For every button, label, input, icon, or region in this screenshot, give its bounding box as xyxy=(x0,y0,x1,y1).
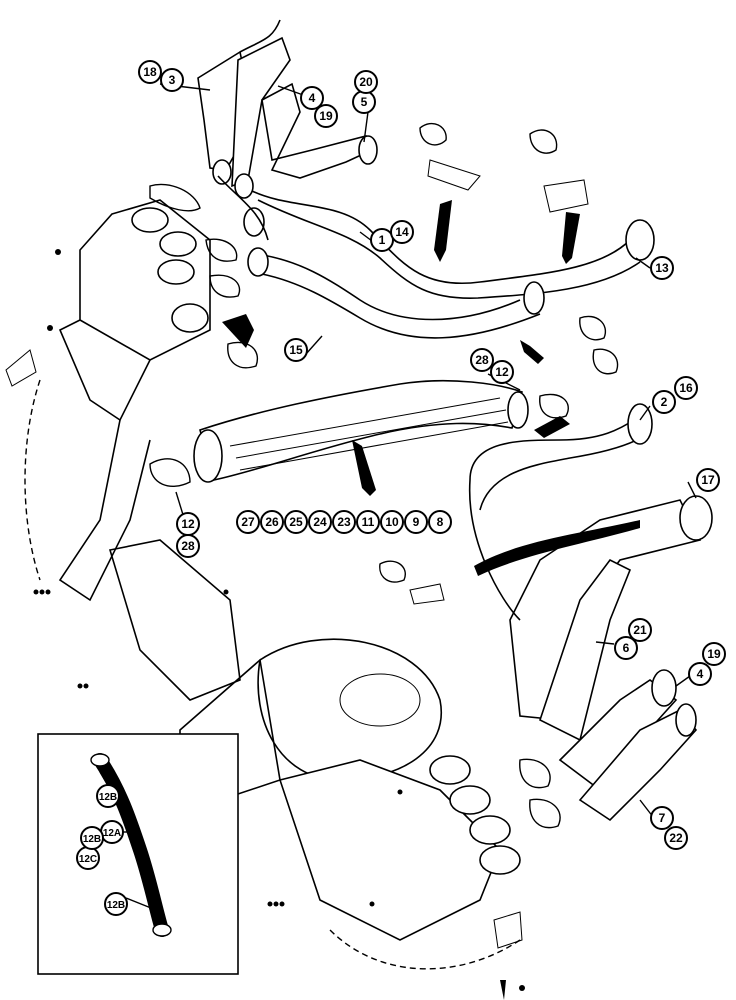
callout-label: 13 xyxy=(655,261,669,275)
kit-label: 24 xyxy=(313,515,327,529)
pointer-arrows xyxy=(222,200,640,1000)
corrugated-hose xyxy=(149,379,569,487)
lower-manifold xyxy=(108,539,561,970)
fasteners xyxy=(5,249,525,991)
callout-label: 12 xyxy=(181,517,195,531)
kit-label: 11 xyxy=(362,515,375,529)
callout-label: 14 xyxy=(395,225,409,239)
kit-label: 26 xyxy=(265,515,279,529)
kit-label: 27 xyxy=(241,515,255,529)
kit-label: 8 xyxy=(437,515,444,529)
inset-label: 12C xyxy=(79,854,97,865)
callout-label: 1 xyxy=(379,233,386,247)
callout-label: 2 xyxy=(661,395,668,409)
callout-label: 17 xyxy=(701,473,715,487)
callout-label: 12 xyxy=(495,365,509,379)
inset-label: 12A xyxy=(103,828,121,839)
callout-28-12-upper: 28 12 xyxy=(470,348,514,384)
callout-label: 19 xyxy=(707,647,721,661)
callout-7-22: 7 22 xyxy=(650,806,688,850)
callout-label: 22 xyxy=(669,831,683,845)
inset-callouts: 12B 12A 12C 12B 12B xyxy=(76,784,128,916)
callout-17: 17 xyxy=(696,468,720,492)
callout-label: 19 xyxy=(319,109,333,123)
callout-label: 28 xyxy=(475,353,489,367)
callout-4-19-lower: 4 19 xyxy=(688,642,726,686)
kit-callout-stack: 27 26 25 24 23 11 10 9 8 xyxy=(236,510,452,534)
upper-hose-bundle xyxy=(197,19,655,339)
callout-label: 4 xyxy=(697,667,704,681)
callout-label: 18 xyxy=(143,65,157,79)
callout-label: 21 xyxy=(633,623,647,637)
kit-label: 9 xyxy=(413,515,420,529)
callout-12-28-lower: 12 28 xyxy=(176,512,200,558)
callout-1-14: 1 14 xyxy=(370,220,414,252)
kit-label: 25 xyxy=(289,515,303,529)
inset-panel xyxy=(37,733,239,975)
callout-5-20: 5 20 xyxy=(352,70,378,114)
callout-6-21: 6 21 xyxy=(614,618,652,660)
callout-label: 16 xyxy=(679,381,693,395)
callout-4-19: 4 19 xyxy=(300,86,338,128)
callout-label: 6 xyxy=(623,641,630,655)
callout-label: 15 xyxy=(289,343,303,357)
kit-label: 10 xyxy=(385,515,399,529)
callout-label: 5 xyxy=(361,95,368,109)
callout-15: 15 xyxy=(284,338,308,362)
callouts: 18 3 4 19 5 20 1 14 13 15 28 12 2 16 xyxy=(138,60,726,850)
callout-18-3: 18 3 xyxy=(138,60,184,92)
callout-label: 7 xyxy=(659,811,666,825)
callout-2-16: 2 16 xyxy=(652,376,698,414)
callout-label: 20 xyxy=(359,75,373,89)
upper-manifold xyxy=(24,183,241,602)
inset-label: 12B xyxy=(83,834,101,845)
callout-label: 28 xyxy=(181,539,195,553)
callout-label: 3 xyxy=(169,73,176,87)
inset-label: 12B xyxy=(107,900,125,911)
lower-hose-bundle xyxy=(468,403,713,822)
callout-13: 13 xyxy=(650,256,674,280)
callout-label: 4 xyxy=(309,91,316,105)
kit-label: 23 xyxy=(337,515,351,529)
inset-label: 12B xyxy=(99,792,117,803)
